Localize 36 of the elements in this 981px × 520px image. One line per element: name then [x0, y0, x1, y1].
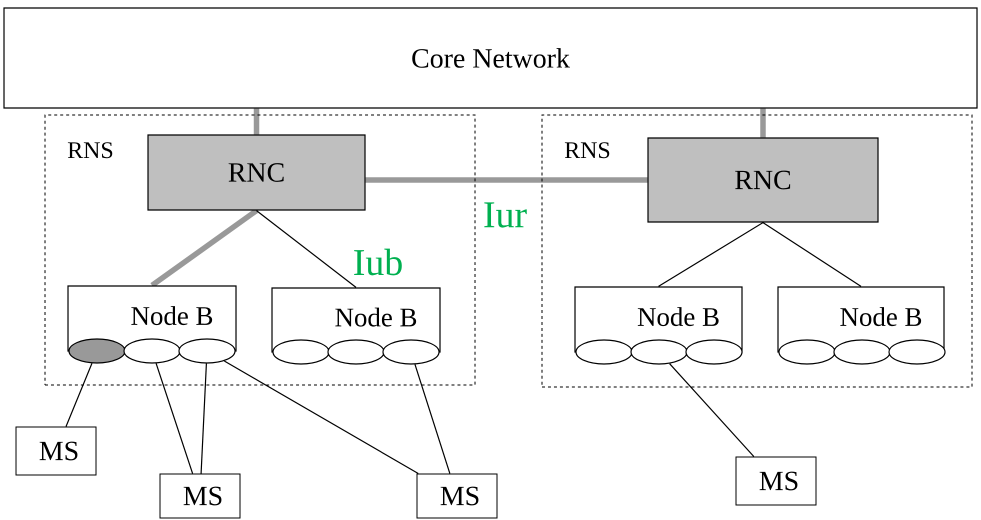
connector-line: [256, 210, 356, 288]
cell-ellipse: [888, 339, 946, 365]
station-box: MS: [416, 474, 498, 518]
cell-ellipse: [382, 339, 440, 365]
cell-ellipse: [833, 339, 891, 365]
connector-line: [658, 222, 764, 287]
cell-ellipse: [630, 339, 688, 365]
connector-line: [414, 364, 450, 474]
cell-ellipse: [327, 339, 385, 365]
connector-line: [254, 108, 260, 134]
group-label: RNS: [564, 142, 610, 158]
connector-line: [224, 360, 419, 474]
connector-line: [669, 363, 754, 457]
connector-line: [760, 108, 766, 138]
connector-line: [65, 363, 92, 427]
network-box: Core Network: [3, 7, 978, 109]
connector-line: [150, 208, 258, 288]
controller-box: RNC: [147, 134, 366, 211]
interface-label: Iur: [482, 201, 528, 229]
group-label: RNS: [68, 142, 112, 158]
station-box: MS: [160, 474, 240, 518]
cell-ellipse: [68, 338, 126, 364]
cell-ellipse: [123, 338, 181, 364]
connector-line: [762, 222, 862, 287]
cell-ellipse: [272, 339, 330, 365]
cell-ellipse: [178, 338, 236, 364]
controller-box: RNC: [647, 137, 879, 223]
cell-ellipse: [778, 339, 836, 365]
station-box: MS: [736, 456, 816, 506]
connector-line: [156, 363, 194, 474]
connector-line: [200, 364, 207, 474]
station-box: MS: [16, 426, 96, 476]
interface-label: Iub: [352, 248, 404, 276]
cell-ellipse: [575, 339, 633, 365]
connector-line: [366, 177, 648, 183]
cell-ellipse: [685, 339, 743, 365]
